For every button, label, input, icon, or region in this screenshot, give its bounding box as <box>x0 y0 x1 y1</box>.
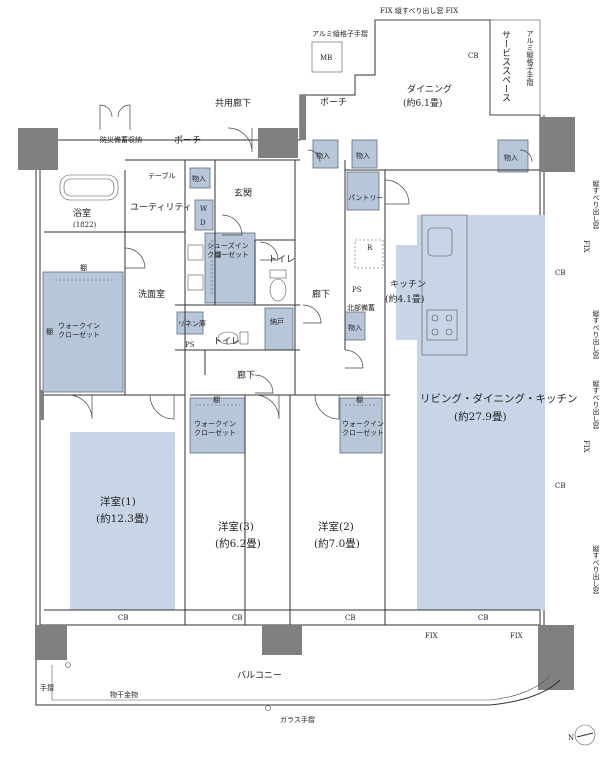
shelf-mark-5: 棚 <box>214 250 221 259</box>
cb-mark-5: CB <box>468 52 479 60</box>
shelf-mark-2: 棚 <box>46 327 53 336</box>
side-window-2: 縦すべり出し窓 <box>592 309 600 359</box>
bath-label: 浴室 <box>73 207 91 219</box>
balcony-label: バルコニー <box>237 670 282 681</box>
balcony-outline <box>35 660 561 711</box>
walkin1-label: ウォークインクローゼット <box>58 322 100 339</box>
w-mark: W <box>200 205 208 213</box>
w-d-box <box>194 199 214 231</box>
shoes-closet-label: シューズインクローゼット <box>207 241 249 259</box>
walkin3-closet <box>189 397 246 454</box>
bath-size: (1822) <box>73 221 97 229</box>
porch2-label: ポーチ <box>174 135 201 146</box>
wall-columns <box>18 95 575 690</box>
glass-rail-label: ガラス手摺 <box>280 715 315 724</box>
pantry-label: パントリー <box>348 194 383 202</box>
side-window-3: 縦すべり出し窓 <box>592 379 600 429</box>
walkin2-closet <box>339 397 383 454</box>
fix-side-1: FIX <box>582 240 590 253</box>
utility-label: ユーティリティ <box>130 202 192 213</box>
kitchen-area <box>396 245 418 340</box>
pantry-closet <box>346 171 380 211</box>
walkin3-label: ウォークインクローゼット <box>194 420 236 437</box>
ldk-label: リビング・ダイニング・キッチン <box>420 392 578 405</box>
d-mark: D <box>200 219 206 227</box>
cb-mark-2: CB <box>232 614 243 622</box>
alum-rail-label: アルミ縦格子手摺 <box>312 29 368 38</box>
storage-mark-1: 物入 <box>192 174 206 183</box>
door-swings <box>67 104 533 420</box>
kitchen-size: (約4.1畳) <box>385 293 424 305</box>
cb-mark-7: CB <box>555 482 566 490</box>
service-space-outline <box>311 19 541 116</box>
cb-mark-6: CB <box>555 269 566 277</box>
dining-size: (約6.1畳) <box>403 97 442 109</box>
shelf-lines <box>55 240 378 406</box>
walkin2-label: ウォークインクローゼット <box>342 420 384 437</box>
cb-mark-1: CB <box>118 614 129 622</box>
ps-mark-2: PS <box>352 286 362 294</box>
fix-bottom-1: FIX <box>425 632 438 640</box>
fix-bottom-2: FIX <box>510 632 523 640</box>
ldk-area <box>417 215 545 610</box>
interior-walls <box>44 159 540 625</box>
shoes-closet <box>204 232 256 304</box>
corridor1-label: 廊下 <box>312 288 330 300</box>
laundry-label: 物干金物 <box>110 690 138 699</box>
cb-mark-3: CB <box>345 614 356 622</box>
north-storage-label: 北部備蓄 <box>347 303 375 312</box>
shelf-mark-1: 棚 <box>80 263 87 272</box>
entrance-label: 玄関 <box>234 187 252 199</box>
toilet1-label: トイレ <box>268 255 295 265</box>
shelf-mark-4: 棚 <box>356 395 363 404</box>
toilet2-label: トイレ <box>213 337 240 347</box>
nando-closet <box>264 307 294 351</box>
side-window-4: 縦すべり出し窓 <box>592 544 600 594</box>
bathtub <box>59 174 119 201</box>
washroom-label: 洗面室 <box>138 288 165 300</box>
kitchen-island <box>354 214 468 356</box>
handrail-label: 手摺 <box>40 683 54 692</box>
storage-mark-2: 物入 <box>316 151 330 160</box>
western2-size: (約7.0畳) <box>314 537 360 550</box>
mb-label: MB <box>320 54 332 62</box>
storage-mark-5: 物入 <box>348 323 362 332</box>
linen-label: リネン庫 <box>178 319 206 328</box>
side-window-1: 縦すべり出し窓 <box>592 179 600 229</box>
north-arrow <box>574 724 596 746</box>
fixtures <box>187 244 287 345</box>
western3-size: (約6.2畳) <box>215 537 261 550</box>
ldk-size: (約27.9畳) <box>454 410 507 423</box>
storage-mark-4: 物入 <box>504 153 518 162</box>
storage-box-4 <box>497 139 529 173</box>
western1-area <box>70 432 175 610</box>
western1-size: (約12.3畳) <box>96 512 149 525</box>
nando-label: 納戸 <box>270 317 284 326</box>
fix-side-2: FIX <box>582 440 590 453</box>
kitchen-label: キッチン <box>390 279 426 290</box>
storage-box-3 <box>351 139 378 169</box>
western1-label: 洋室(1) <box>100 495 136 508</box>
shelf-mark-3: 棚 <box>213 395 220 404</box>
western3-label: 洋室(3) <box>218 520 254 533</box>
walkin1-closet <box>42 271 124 393</box>
shared-corridor-label: 共用廊下 <box>215 97 251 109</box>
north-label: N <box>568 734 574 742</box>
linen-box <box>176 311 204 335</box>
ps-mark-1: PS <box>185 341 195 349</box>
corridor2-label: 廊下 <box>237 369 255 381</box>
disaster-storage-label: 防災備蓄収納 <box>100 135 142 144</box>
service-space-label: サービススペース <box>500 30 511 102</box>
storage-mark-3: 物入 <box>356 151 370 160</box>
porch-label: ポーチ <box>320 97 347 108</box>
r-mark: R <box>367 244 373 252</box>
dining-label: ダイニング <box>407 83 452 95</box>
fix-top: FIX 縦すべり出し窓 FIX <box>380 6 458 15</box>
cb-mark-4: CB <box>478 614 489 622</box>
western2-label: 洋室(2) <box>318 520 354 533</box>
table-label: テーブル <box>148 171 176 180</box>
alum-rail2-label: アルミ縦格子手摺 <box>526 30 534 87</box>
storage-box-1 <box>189 167 211 189</box>
